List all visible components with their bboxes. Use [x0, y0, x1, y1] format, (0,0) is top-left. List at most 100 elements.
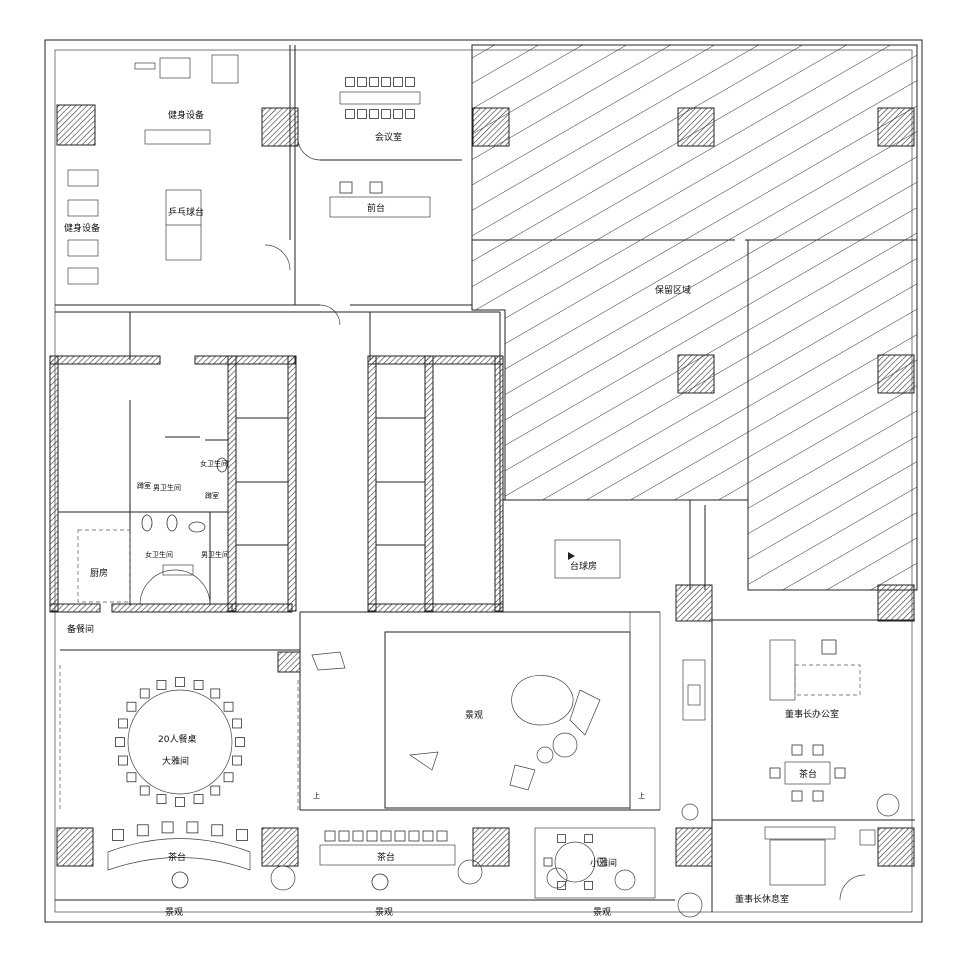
chair	[235, 737, 245, 747]
chair	[338, 830, 350, 842]
room-labels: 健身设备 健身设备 乒乓球台 会议室 前台 保留区域 蹲室 男卫生间 女卫生间 …	[64, 109, 839, 918]
chair	[211, 824, 224, 837]
chair	[115, 737, 125, 747]
label-gym-equipment-top: 健身设备	[168, 109, 204, 121]
chair	[126, 772, 137, 783]
label-kitchen: 厨房	[90, 567, 108, 579]
south-rooms	[55, 827, 675, 901]
chair	[118, 755, 128, 766]
chair	[543, 857, 553, 867]
chair	[791, 790, 803, 802]
label-womens-wc-2: 女卫生间	[145, 550, 173, 559]
chair	[139, 688, 150, 699]
chair	[210, 785, 221, 796]
label-stairs-up-1: 上	[313, 791, 320, 800]
chair	[175, 677, 185, 687]
label-tea-table-office: 茶台	[799, 768, 817, 780]
label-womens-wc-1: 女卫生间	[200, 459, 228, 468]
central-walls	[49, 311, 504, 613]
north-walls	[55, 45, 473, 326]
chair	[834, 767, 846, 779]
chair	[161, 821, 174, 834]
label-landscape-1: 景观	[165, 907, 183, 918]
chair	[223, 772, 234, 783]
chair	[186, 821, 199, 834]
label-reception: 前台	[367, 202, 385, 214]
chair	[769, 767, 781, 779]
label-mens-wc-2: 男卫生间	[201, 550, 229, 559]
chair	[352, 830, 364, 842]
chair	[393, 77, 403, 87]
chair	[381, 77, 391, 87]
tea-counter-2	[319, 844, 456, 866]
chair	[357, 109, 367, 119]
chair	[324, 830, 336, 842]
chair	[232, 755, 242, 766]
chair	[210, 688, 221, 699]
chair	[381, 109, 391, 119]
chair	[118, 718, 128, 729]
chair	[812, 790, 824, 802]
label-ping-pong: 乒乓球台	[168, 206, 204, 218]
chair	[408, 830, 420, 842]
label-grand-private-room: 大雅间	[162, 755, 189, 767]
chair	[597, 857, 607, 867]
chair	[175, 797, 185, 807]
outer-boundary	[44, 39, 923, 923]
label-gym-equipment-left: 健身设备	[64, 222, 100, 234]
chair	[126, 701, 137, 712]
chair	[193, 794, 204, 804]
chair	[156, 794, 167, 804]
chair	[557, 880, 566, 890]
label-small-private-room: 小雅间	[590, 857, 617, 869]
chair	[136, 824, 149, 837]
grand-private-room	[59, 649, 301, 889]
chair	[193, 680, 204, 690]
meeting-table	[329, 77, 431, 218]
label-tea-table-1: 茶台	[168, 851, 186, 863]
chair	[380, 830, 392, 842]
structural-columns	[56, 104, 915, 867]
bed	[769, 839, 826, 886]
courtyard	[299, 611, 661, 811]
chair	[345, 77, 355, 87]
tea-counter-1	[107, 838, 251, 871]
chair	[112, 829, 124, 841]
chair	[557, 834, 566, 844]
chair	[393, 109, 403, 119]
chair	[422, 830, 434, 842]
label-mens-wc-1: 男卫生间	[153, 483, 181, 492]
label-stairs-up-2: 上	[638, 791, 645, 800]
chair	[156, 680, 167, 690]
chair	[223, 701, 234, 712]
chair	[584, 834, 593, 844]
label-chairman-lounge: 董事长休息室	[735, 893, 789, 905]
chair	[232, 718, 242, 729]
chair	[139, 785, 150, 796]
reception-desk	[329, 196, 431, 218]
chair	[357, 77, 367, 87]
chair	[369, 109, 379, 119]
label-landscape-3: 景观	[593, 907, 611, 918]
label-tea-table-2: 茶台	[377, 851, 395, 863]
round-table-chairs	[115, 677, 245, 807]
chair	[405, 77, 415, 87]
chair	[405, 109, 415, 119]
chair	[436, 830, 448, 842]
small-round-table	[554, 841, 596, 883]
chair	[369, 77, 379, 87]
label-meeting-room: 会议室	[375, 131, 402, 143]
label-reserved-area: 保留区域	[655, 284, 691, 296]
chair	[236, 829, 248, 841]
chair	[366, 830, 378, 842]
label-squat-room-1: 蹲室	[137, 481, 151, 490]
label-table-20: 20人餐桌	[158, 733, 196, 745]
gym-equipment	[67, 54, 239, 285]
chair	[791, 744, 803, 756]
billiards-room	[503, 499, 748, 590]
label-landscape-center: 景观	[465, 710, 483, 721]
chair	[345, 109, 355, 119]
chair	[584, 880, 593, 890]
label-chairman-office: 董事长办公室	[785, 708, 839, 720]
